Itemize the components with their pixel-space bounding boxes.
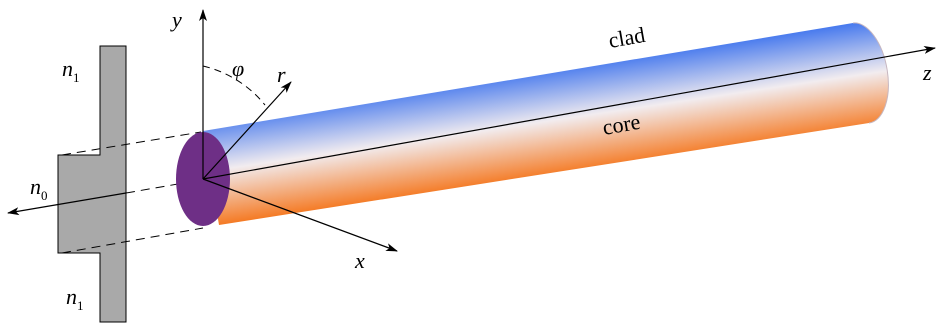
z-axis-label: z bbox=[922, 60, 932, 85]
index-profile bbox=[57, 45, 127, 323]
x-axis-label: x bbox=[354, 248, 365, 273]
phi-arc bbox=[202, 65, 266, 106]
n1-top-label: n1 bbox=[62, 56, 80, 85]
r-vector bbox=[202, 81, 292, 180]
n1-bottom-label: n1 bbox=[66, 284, 84, 313]
projection-line-top bbox=[61, 131, 202, 156]
z-axis bbox=[202, 46, 936, 180]
fiber-far-end-edge bbox=[852, 22, 889, 124]
projection-line-bottom bbox=[61, 227, 204, 254]
x-axis bbox=[202, 178, 398, 252]
y-axis-label: y bbox=[170, 7, 182, 32]
phi-label: φ bbox=[232, 56, 244, 81]
r-label: r bbox=[277, 62, 286, 87]
n0-label: n0 bbox=[30, 174, 48, 203]
clad-label: clad bbox=[607, 22, 647, 53]
negative-z-axis bbox=[7, 192, 127, 216]
fiber-cylinder bbox=[203, 22, 889, 225]
